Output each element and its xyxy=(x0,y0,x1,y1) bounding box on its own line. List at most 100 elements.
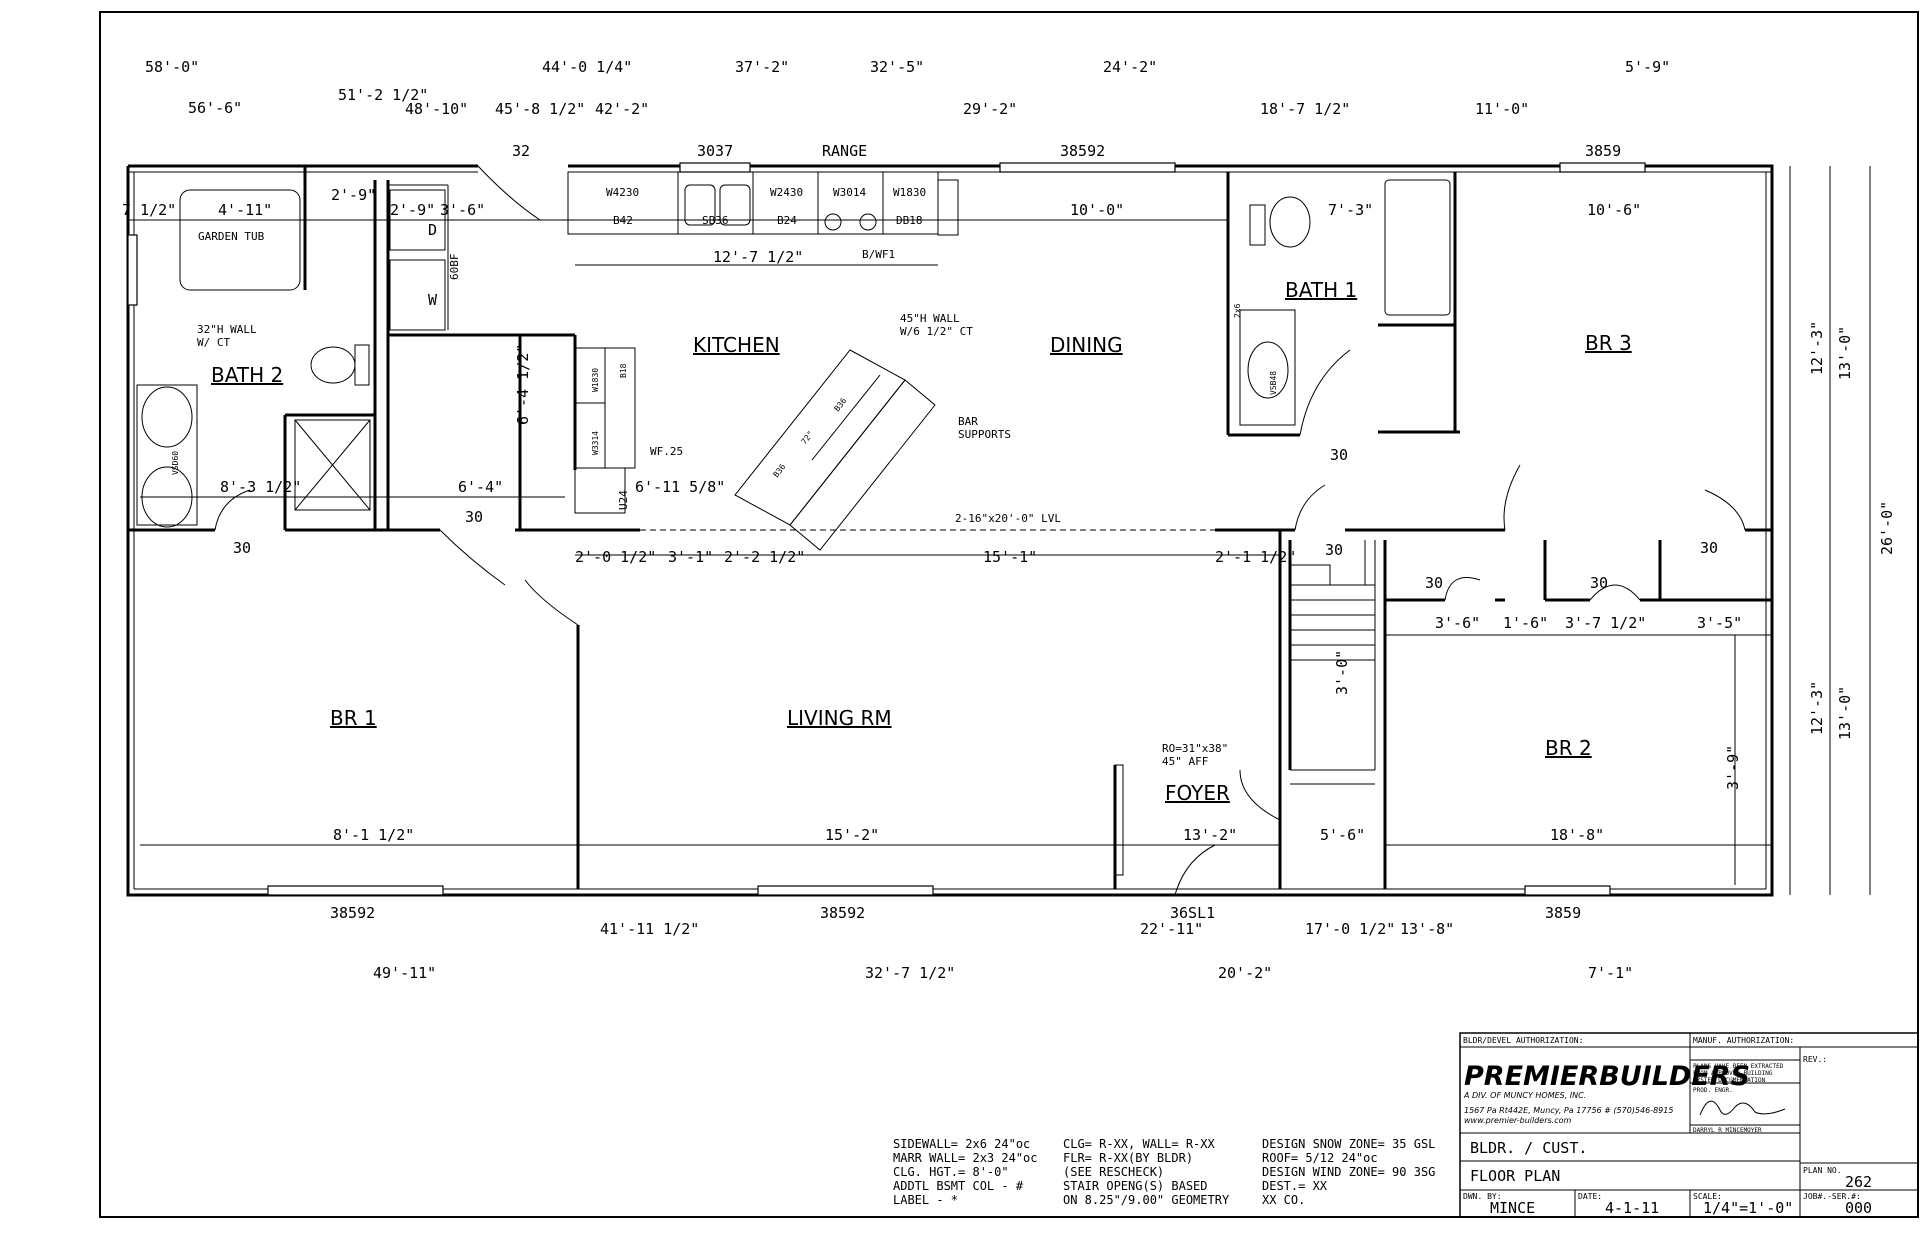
svg-text:SUPPORTS: SUPPORTS xyxy=(958,428,1011,441)
svg-text:3859: 3859 xyxy=(1585,142,1621,160)
svg-text:3'-1": 3'-1" xyxy=(668,548,713,566)
svg-text:6'-4 1/2": 6'-4 1/2" xyxy=(514,344,532,425)
svg-text:GARDEN TUB: GARDEN TUB xyxy=(198,230,265,243)
svg-text:D: D xyxy=(428,221,437,239)
svg-text:7'-1": 7'-1" xyxy=(1588,964,1633,982)
svg-text:262: 262 xyxy=(1845,1173,1872,1191)
svg-text:U24: U24 xyxy=(617,490,630,510)
svg-text:2x6: 2x6 xyxy=(1233,303,1242,318)
svg-text:FLOOR PLAN: FLOOR PLAN xyxy=(1470,1167,1560,1185)
svg-text:B/WF1: B/WF1 xyxy=(862,248,895,261)
dim-top: 11'-0" xyxy=(1475,100,1529,118)
svg-text:www.premier-builders.com: www.premier-builders.com xyxy=(1464,1116,1572,1125)
svg-text:41'-11 1/2": 41'-11 1/2" xyxy=(600,920,699,938)
svg-text:RO=31"x38": RO=31"x38" xyxy=(1162,742,1228,755)
svg-text:STAIR OPENG(S) BASED: STAIR OPENG(S) BASED xyxy=(1063,1179,1208,1193)
svg-text:6'-11 5/8": 6'-11 5/8" xyxy=(635,478,725,496)
svg-text:30: 30 xyxy=(1325,541,1343,559)
svg-text:W/ CT: W/ CT xyxy=(197,336,230,349)
svg-text:DWN. BY:: DWN. BY: xyxy=(1463,1192,1502,1201)
window-3859-top xyxy=(1559,162,1646,173)
svg-text:W/6 1/2" CT: W/6 1/2" CT xyxy=(900,325,973,338)
svg-text:B24: B24 xyxy=(777,214,797,227)
svg-text:8'-1 1/2": 8'-1 1/2" xyxy=(333,826,414,844)
svg-text:DARRYL R MINCEMOYER: DARRYL R MINCEMOYER xyxy=(1693,1127,1762,1134)
dimension-lines xyxy=(128,166,1871,895)
svg-text:ADDTL BSMT COL - #: ADDTL BSMT COL - # xyxy=(893,1179,1024,1193)
svg-text:BAR: BAR xyxy=(958,415,978,428)
svg-text:4-1-11: 4-1-11 xyxy=(1605,1199,1659,1217)
dim-top: 45'-8 1/2" xyxy=(495,100,585,118)
svg-text:VSD60: VSD60 xyxy=(171,451,180,475)
sheet-border xyxy=(99,11,1919,1218)
svg-text:CLG. HGT.= 8'-0": CLG. HGT.= 8'-0" xyxy=(893,1165,1009,1179)
svg-text:15'-2": 15'-2" xyxy=(825,826,879,844)
svg-text:2'-9": 2'-9" xyxy=(331,186,376,204)
svg-text:B18: B18 xyxy=(619,363,628,378)
svg-text:22'-11": 22'-11" xyxy=(1140,920,1203,938)
svg-text:3'-7 1/2": 3'-7 1/2" xyxy=(1565,614,1646,632)
top-dimensions: 58'-0" 44'-0 1/4" 37'-2" 32'-5" 24'-2" 5… xyxy=(145,58,1670,118)
right-dimensions: 12'-3" 13'-0" 26'-0" 12'-3" 13'-0" xyxy=(1808,321,1896,740)
svg-text:13'-0": 13'-0" xyxy=(1836,686,1854,740)
svg-text:32: 32 xyxy=(512,142,530,160)
dim-top: 5'-9" xyxy=(1625,58,1670,76)
svg-text:17'-0 1/2": 17'-0 1/2" xyxy=(1305,920,1395,938)
interior-walls xyxy=(283,166,1772,889)
svg-text:XX CO.: XX CO. xyxy=(1262,1193,1305,1207)
dim-top: 51'-2 1/2" xyxy=(338,86,428,104)
svg-text:26'-0": 26'-0" xyxy=(1878,501,1896,555)
dim-top: 48'-10" xyxy=(405,100,468,118)
svg-text:49'-11": 49'-11" xyxy=(373,964,436,982)
title-block: BLDR/DEVEL AUTHORIZATION: MANUF. AUTHORI… xyxy=(1459,1032,1919,1218)
svg-text:SCALE:: SCALE: xyxy=(1693,1192,1722,1201)
svg-text:8'-3 1/2": 8'-3 1/2" xyxy=(220,478,301,496)
svg-text:3'-6": 3'-6" xyxy=(440,201,485,219)
svg-text:RANGE: RANGE xyxy=(822,142,867,160)
room-labels: KITCHEN DINING BATH 1 BATH 2 BR 3 BR 1 L… xyxy=(211,278,1632,805)
dim-top: 37'-2" xyxy=(735,58,789,76)
svg-text:32"H WALL: 32"H WALL xyxy=(197,323,257,336)
svg-text:3859: 3859 xyxy=(1545,904,1581,922)
svg-text:36SL1: 36SL1 xyxy=(1170,904,1215,922)
svg-text:DEST.= XX: DEST.= XX xyxy=(1262,1179,1328,1193)
window-left-bath2 xyxy=(127,234,138,306)
svg-text:SIDEWALL= 2x6 24"oc: SIDEWALL= 2x6 24"oc xyxy=(893,1137,1030,1151)
svg-text:JOB#.-SER.#:: JOB#.-SER.#: xyxy=(1803,1192,1861,1201)
svg-text:3'-9": 3'-9" xyxy=(1724,745,1742,790)
svg-text:30: 30 xyxy=(465,508,483,526)
svg-text:W: W xyxy=(428,291,438,309)
dim-top: 58'-0" xyxy=(145,58,199,76)
svg-text:W3014: W3014 xyxy=(833,186,866,199)
svg-text:VSB48: VSB48 xyxy=(1269,371,1278,395)
svg-text:LABEL - *: LABEL - * xyxy=(893,1193,958,1207)
room-kitchen: KITCHEN xyxy=(693,333,780,357)
door-swings xyxy=(214,165,1746,896)
svg-text:12'-3": 12'-3" xyxy=(1808,681,1826,735)
svg-text:45" AFF: 45" AFF xyxy=(1162,755,1208,768)
annotations: 45"H WALL W/6 1/2" CT BAR SUPPORTS 2-16"… xyxy=(197,312,1228,768)
svg-text:38592: 38592 xyxy=(330,904,375,922)
room-br3: BR 3 xyxy=(1585,331,1632,355)
svg-text:(SEE RESCHECK): (SEE RESCHECK) xyxy=(1063,1165,1164,1179)
svg-text:5'-6": 5'-6" xyxy=(1320,826,1365,844)
svg-text:13'-8": 13'-8" xyxy=(1400,920,1454,938)
dim-top: 18'-7 1/2" xyxy=(1260,100,1350,118)
svg-text:MANUF. AUTHORIZATION:: MANUF. AUTHORIZATION: xyxy=(1693,1036,1794,1045)
svg-text:BLDR. / CUST.: BLDR. / CUST. xyxy=(1470,1139,1587,1157)
svg-text:2-16"x20'-0" LVL: 2-16"x20'-0" LVL xyxy=(955,512,1061,525)
svg-text:PREMIERBUILDERS: PREMIERBUILDERS xyxy=(1464,1061,1750,1092)
windows xyxy=(127,162,1646,896)
svg-text:FROM APPROVED BUILDING: FROM APPROVED BUILDING xyxy=(1693,1070,1773,1077)
svg-text:3'-0": 3'-0" xyxy=(1333,650,1351,695)
dim-top: 24'-2" xyxy=(1103,58,1157,76)
engineer-signature-icon xyxy=(1699,1100,1786,1116)
svg-text:30: 30 xyxy=(1330,446,1348,464)
svg-text:B36: B36 xyxy=(832,396,848,413)
stairs xyxy=(1290,540,1376,770)
svg-text:MARR WALL= 2x3 24"oc: MARR WALL= 2x3 24"oc xyxy=(893,1151,1038,1165)
svg-text:BLDR/DEVEL AUTHORIZATION:: BLDR/DEVEL AUTHORIZATION: xyxy=(1463,1036,1583,1045)
svg-text:3'-6": 3'-6" xyxy=(1435,614,1480,632)
svg-text:ROOF= 5/12 24"oc: ROOF= 5/12 24"oc xyxy=(1262,1151,1378,1165)
svg-text:30: 30 xyxy=(1700,539,1718,557)
